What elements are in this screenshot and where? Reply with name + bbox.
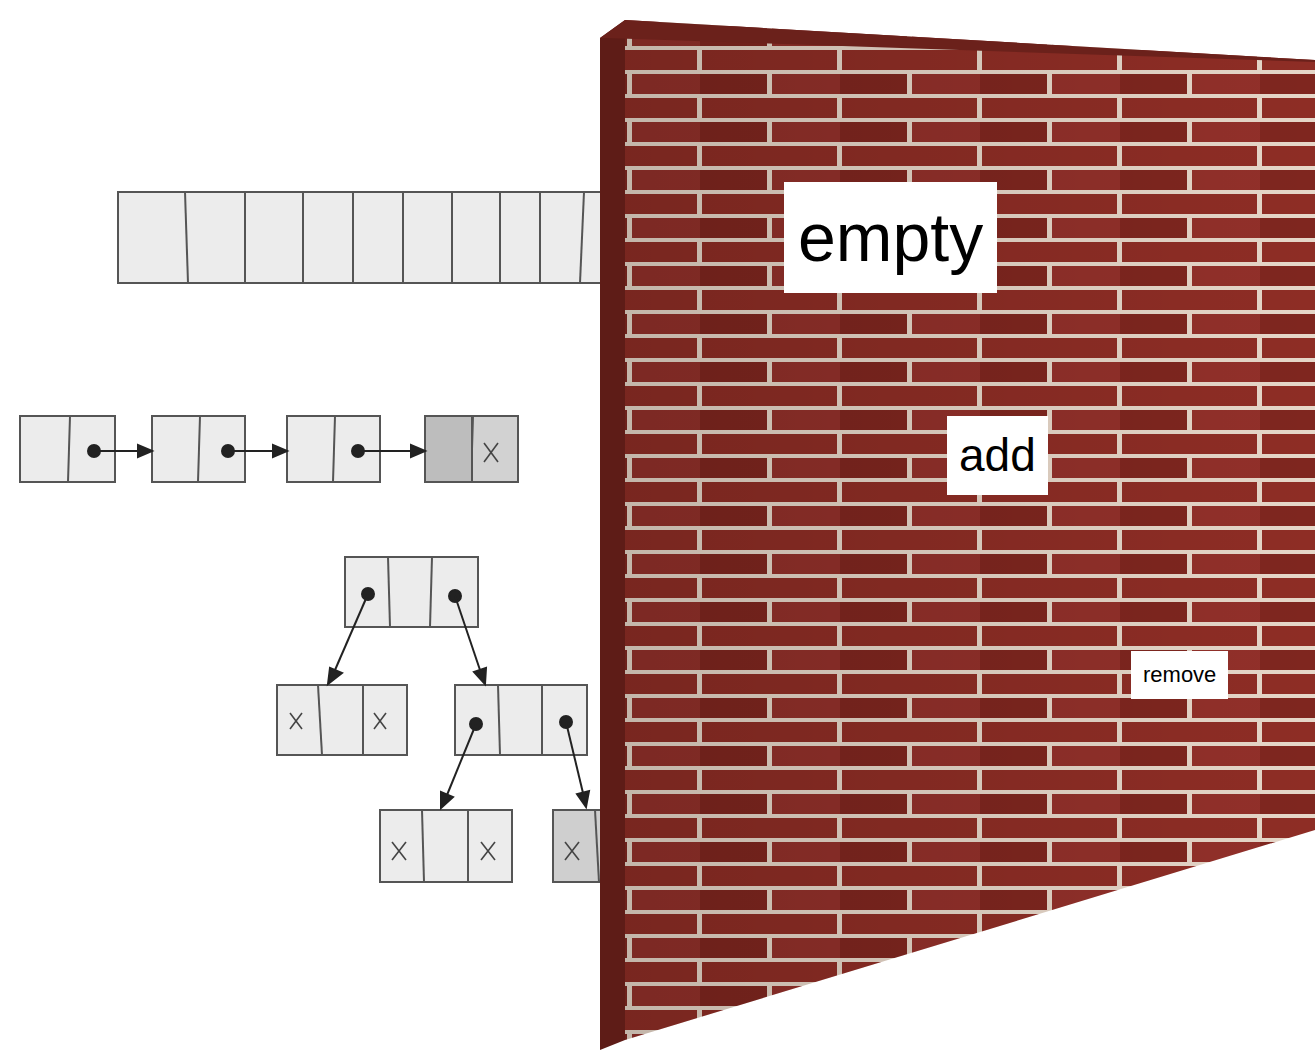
operation-box: add: [947, 416, 1048, 495]
operation-label: remove: [1143, 663, 1216, 687]
operation-label: add: [959, 430, 1036, 481]
operation-label: empty: [798, 200, 983, 275]
operation-box: empty: [784, 182, 997, 293]
operation-box: remove: [1131, 651, 1228, 699]
